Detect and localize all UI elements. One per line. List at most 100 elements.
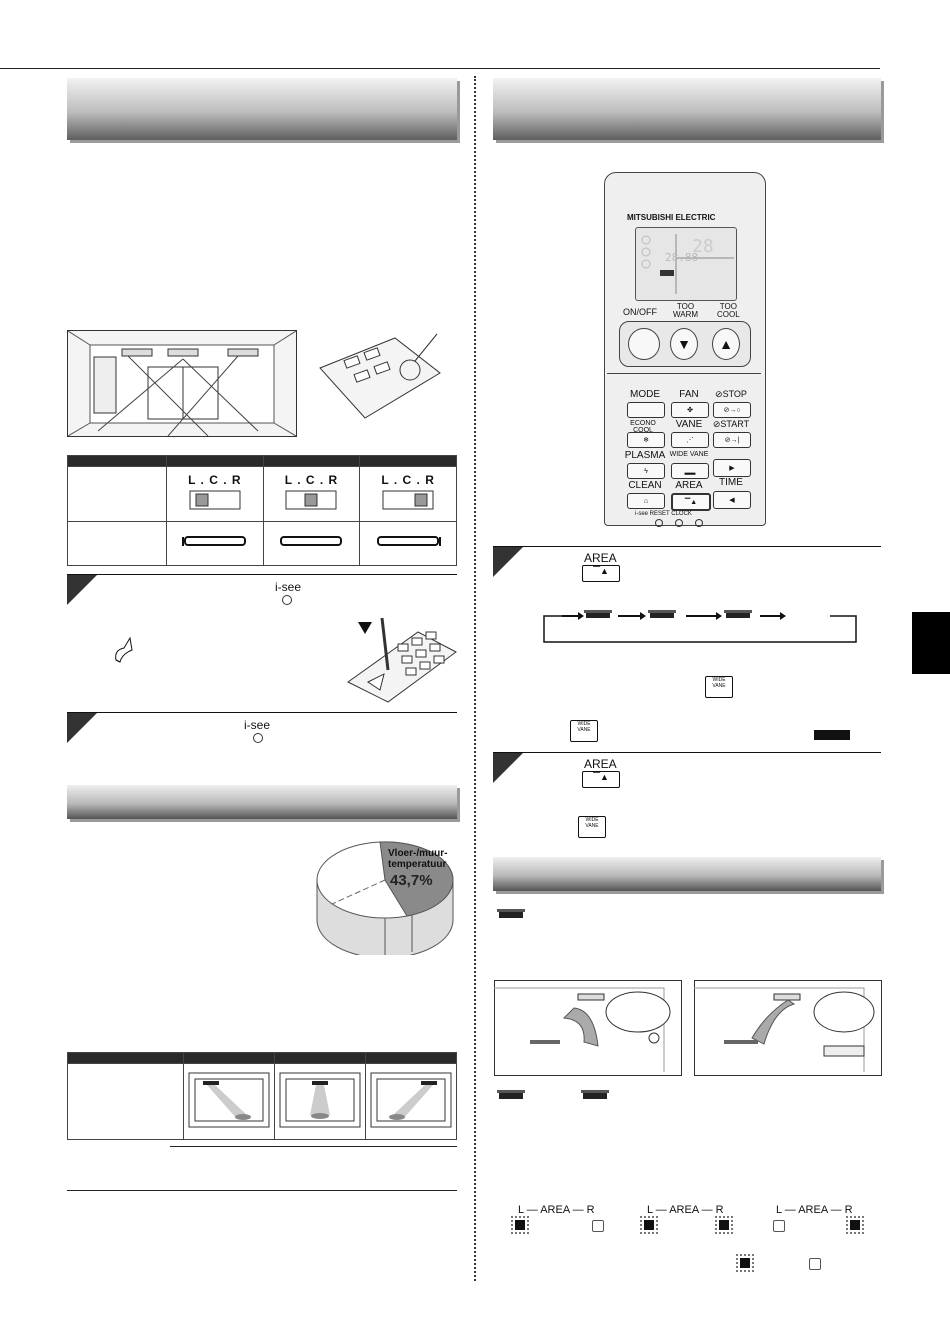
step-marker-icon xyxy=(493,547,523,577)
position-table: L . C . R L . C . R L . C . R xyxy=(67,455,457,566)
area-cycle-diagram xyxy=(543,610,857,643)
room-scene-right xyxy=(694,980,882,1076)
time-down-button[interactable]: ◀ xyxy=(713,491,751,509)
unit-icon-cell xyxy=(166,521,264,566)
temp-down-button[interactable]: ▼ xyxy=(670,328,698,360)
lamp-off-icon xyxy=(809,1258,821,1270)
lamp-on-icon xyxy=(846,1216,864,1234)
plasma-button[interactable]: ϟ xyxy=(627,463,665,479)
column-separator xyxy=(474,76,476,1281)
remote-reset-illustration xyxy=(347,617,457,703)
lcd-digits: 28.88 xyxy=(665,251,699,264)
area-button-icon: ▔▲ xyxy=(582,771,620,788)
indicator-label: L — AREA — R xyxy=(647,1204,724,1216)
bottom-labels: i-see RESET CLOCK xyxy=(635,511,692,517)
time-up-button[interactable]: ▶ xyxy=(713,459,751,477)
lamp-on-icon xyxy=(715,1216,733,1234)
step-1-header xyxy=(67,574,457,605)
mode-label: MODE xyxy=(630,389,660,400)
isee-lamp-icon xyxy=(282,595,292,605)
step-marker-icon xyxy=(493,753,523,783)
isee-hole[interactable] xyxy=(655,519,663,527)
remote-brand: MITSUBISHI ELECTRIC xyxy=(627,213,716,222)
airflow-cell-left xyxy=(183,1063,275,1140)
clean-button[interactable]: ⌂ xyxy=(627,493,665,509)
lamp-blink-icon xyxy=(736,1254,754,1272)
table-row-label-cell xyxy=(67,521,167,566)
on-off-button[interactable] xyxy=(628,328,660,360)
stop-timer-button[interactable]: ⊘→○ xyxy=(713,402,751,418)
table-cell-l: L . C . R xyxy=(166,466,264,522)
pie-chart-3d xyxy=(316,841,454,955)
section-header-band xyxy=(493,78,881,140)
section-header-band xyxy=(67,785,457,819)
econo-cool-button[interactable]: ❄ xyxy=(627,432,665,448)
isee-label: i-see xyxy=(244,718,271,732)
lcr-label: L . C . R xyxy=(284,472,339,487)
pie-slice-percent: 43,7% xyxy=(390,872,433,889)
isee-lamp-icon xyxy=(253,733,263,743)
clean-label: CLEAN xyxy=(628,480,662,491)
divider xyxy=(170,1146,457,1147)
step-marker-icon xyxy=(67,575,97,605)
svg-text:28: 28 xyxy=(692,236,714,257)
reset-hole[interactable] xyxy=(675,519,683,527)
temp-up-button[interactable]: ▲ xyxy=(712,328,740,360)
room-illustration xyxy=(67,330,297,437)
area-label: AREA xyxy=(675,480,703,491)
wide-vane-icon-label: WIDE VANE xyxy=(585,817,599,829)
slider-switch-r xyxy=(382,490,434,509)
isee-label: i-see xyxy=(275,580,302,594)
lcr-label: L . C . R xyxy=(188,472,242,487)
econo-cool-label: ECONO COOL xyxy=(630,420,656,434)
wide-vane-button-icon: WIDE VANE xyxy=(578,816,606,838)
step-marker-icon xyxy=(67,713,97,743)
remote-divider xyxy=(607,373,761,374)
fan-label: FAN xyxy=(679,389,699,400)
time-label: TIME xyxy=(719,477,743,488)
fan-button[interactable]: ✤ xyxy=(671,402,709,418)
too-warm-label: TOO WARM xyxy=(673,302,699,319)
wide-vane-button[interactable]: ▂▂ xyxy=(671,463,709,479)
wide-vane-icon-label: WIDE VANE xyxy=(577,721,591,733)
table-cell-c: L . C . R xyxy=(262,466,361,522)
section-tab xyxy=(912,612,950,674)
clock-hole[interactable] xyxy=(695,519,703,527)
slider-switch-c xyxy=(285,490,337,509)
lamp-off-icon xyxy=(592,1220,604,1232)
step-1-header xyxy=(493,546,881,577)
wide-vane-label: WIDE VANE xyxy=(669,451,709,458)
section-header-band xyxy=(493,857,881,891)
indoor-unit-icon-l xyxy=(181,536,246,546)
lamp-off-icon xyxy=(773,1220,785,1232)
indicator-label: L — AREA — R xyxy=(776,1204,853,1216)
room-scene-left xyxy=(494,980,682,1076)
area-button[interactable]: ▔▲ xyxy=(671,493,711,511)
on-off-label: ON/OFF xyxy=(623,307,657,317)
lamp-on-icon xyxy=(511,1216,529,1234)
airflow-center-illustration xyxy=(279,1072,361,1128)
pie-slice-label: Vloer-/muur- temperatuur xyxy=(388,848,448,870)
lcr-label: L . C . R xyxy=(381,472,435,487)
table-row-label-cell xyxy=(67,466,167,522)
unit-icon-cell xyxy=(262,521,361,566)
sensor-icon xyxy=(115,636,133,663)
remote-closeup-illustration xyxy=(315,328,445,428)
step-2-header xyxy=(67,712,457,743)
slider-switch-l xyxy=(189,490,241,509)
divider xyxy=(67,1190,457,1191)
mode-button[interactable] xyxy=(627,402,665,418)
table-cell-r: L . C . R xyxy=(359,466,457,522)
lcd-segments: 28 xyxy=(641,234,734,294)
step-2-header xyxy=(493,752,881,783)
vane-button[interactable]: ⋰ xyxy=(671,432,709,448)
room-drawing xyxy=(67,330,297,437)
airflow-table xyxy=(67,1052,457,1140)
wide-vane-button-icon: WIDE VANE xyxy=(705,676,733,698)
vane-label: VANE xyxy=(675,419,703,430)
remote-control: MITSUBISHI ELECTRIC 28 28.88 ON/OFF TOO … xyxy=(604,172,766,527)
start-label: ⊘START xyxy=(712,419,750,429)
indoor-unit-left-icon xyxy=(497,1090,525,1099)
start-timer-button[interactable]: ⊘→| xyxy=(713,432,751,448)
airflow-left-illustration xyxy=(188,1072,270,1128)
